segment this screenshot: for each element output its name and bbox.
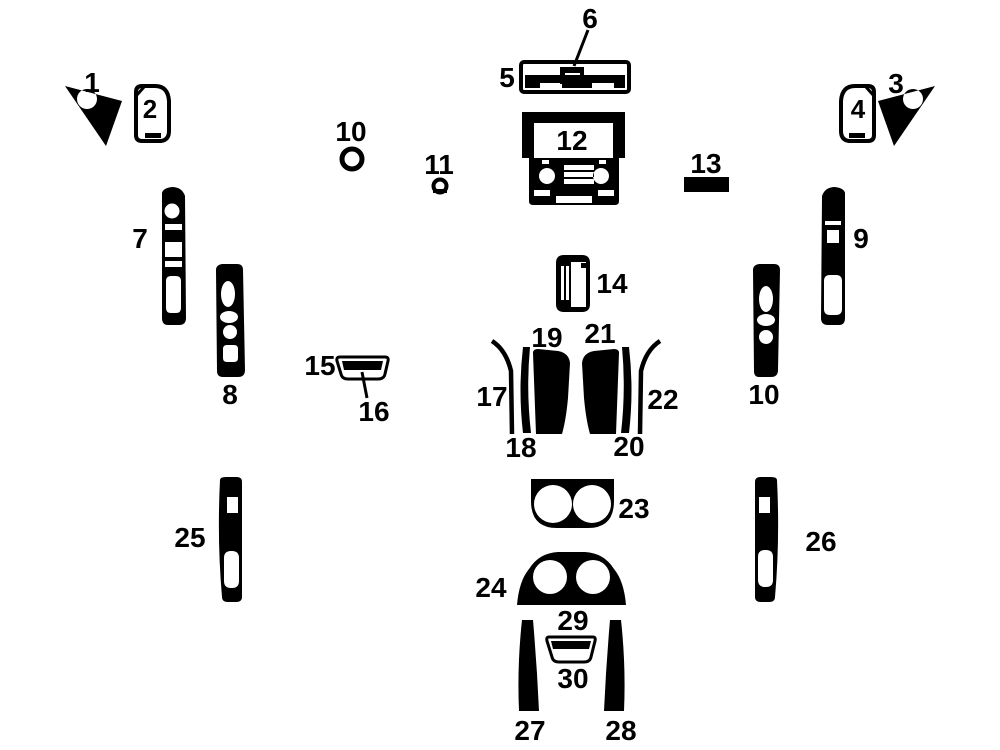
part-25-group: 25 [174, 477, 242, 602]
part-28-shape [604, 620, 625, 711]
part-22-shape [637, 339, 662, 435]
part-19-label: 19 [531, 322, 562, 353]
part-10b-label: 10 [748, 379, 779, 410]
part-4-label: 4 [851, 94, 866, 124]
part-2-seam-line [134, 86, 146, 97]
part-16-shape [342, 361, 383, 370]
part-14-group: 14 [556, 255, 628, 312]
part-5-group: 5 6 [499, 3, 631, 94]
part-14-shape [556, 255, 590, 312]
part-8-label: 8 [222, 379, 238, 410]
part-11-base [433, 189, 447, 193]
part-30-shape [545, 635, 597, 664]
part-16-leader-line [360, 371, 369, 399]
part-23-shape [531, 479, 614, 528]
part-19-shape [533, 349, 570, 434]
part-17-shape [490, 339, 515, 435]
part-29-label: 29 [557, 605, 588, 636]
part-20-label: 20 [613, 431, 644, 462]
part-7-label: 7 [132, 223, 148, 254]
part-22-label: 22 [647, 384, 678, 415]
part-25-shape [218, 477, 242, 602]
part-13-group: 13 [684, 148, 729, 192]
part-5-label: 5 [499, 62, 515, 93]
part-29-shape [551, 641, 591, 649]
part-3-group: 3 [878, 68, 935, 146]
part-2-group: 2 [134, 84, 171, 143]
part-30-label: 30 [557, 663, 588, 694]
part-11-label: 11 [424, 149, 454, 180]
part-11-group: 11 [424, 149, 454, 195]
part-26-label: 26 [805, 526, 836, 557]
part-23-label: 23 [618, 493, 649, 524]
part-4-seam-line [864, 86, 876, 97]
part-9-shape [821, 187, 845, 325]
part-24-shape [517, 552, 626, 605]
part-15-group: 15 16 [304, 350, 390, 427]
part-13-shape [684, 177, 729, 192]
part-28-label: 28 [605, 715, 636, 746]
part-1-shape [65, 86, 122, 146]
part-29-group: 29 30 [545, 605, 597, 694]
part-7-group: 7 [132, 187, 186, 325]
part-6-leader-line [572, 29, 590, 67]
part-1-label: 1 [84, 67, 100, 98]
part-13-label: 13 [690, 148, 721, 179]
part-2-label: 2 [143, 94, 157, 124]
part-12-top-frame [522, 112, 625, 158]
part-24-group: 24 [475, 552, 626, 605]
console-lower-strips-group: 27 28 [514, 620, 637, 746]
part-2-insert [145, 133, 161, 138]
console-side-trims-group: 17 18 19 20 21 22 [476, 318, 678, 463]
part-4-insert [849, 133, 865, 138]
part-25-label: 25 [174, 522, 205, 553]
part-24-label: 24 [475, 572, 507, 603]
part-27-label: 27 [514, 715, 545, 746]
part-9-label: 9 [853, 223, 869, 254]
part-12-group: 12 [522, 112, 625, 205]
part-17-label: 17 [476, 381, 507, 412]
part-15-label: 15 [304, 350, 335, 381]
part-6-shape [560, 67, 584, 84]
part-1-group: 1 [65, 67, 122, 146]
part-10b-shape [753, 264, 780, 377]
part-18-shape [520, 347, 531, 433]
part-14-label: 14 [596, 268, 628, 299]
part-26-group: 26 [755, 477, 837, 602]
part-23-group: 23 [531, 479, 650, 528]
part-6-label: 6 [582, 3, 598, 34]
part-3-label: 3 [888, 68, 904, 99]
part-21-shape [582, 349, 619, 434]
part-12-lower-block [529, 158, 619, 205]
part-26-shape [755, 477, 779, 602]
part-20-shape [621, 347, 632, 433]
part-3-shape [878, 86, 935, 146]
part-10b-group: 10 [748, 264, 780, 410]
part-27-shape [518, 620, 539, 711]
part-12-label: 12 [556, 125, 587, 156]
part-4-group: 4 [839, 84, 876, 143]
part-7-shape [162, 187, 186, 325]
part-16-label: 16 [358, 396, 389, 427]
part-8-shape [216, 264, 245, 377]
part-10a-label: 10 [335, 116, 366, 147]
part-21-label: 21 [584, 318, 615, 349]
part-10a-shape [339, 146, 365, 172]
part-4-shape [839, 84, 876, 143]
part-10a-group: 10 [335, 116, 367, 172]
part-2-shape [134, 84, 171, 143]
part-14-dot [581, 263, 586, 268]
part-9-group: 9 [821, 187, 869, 325]
part-8-group: 8 [216, 264, 245, 410]
part-18-label: 18 [505, 432, 536, 463]
